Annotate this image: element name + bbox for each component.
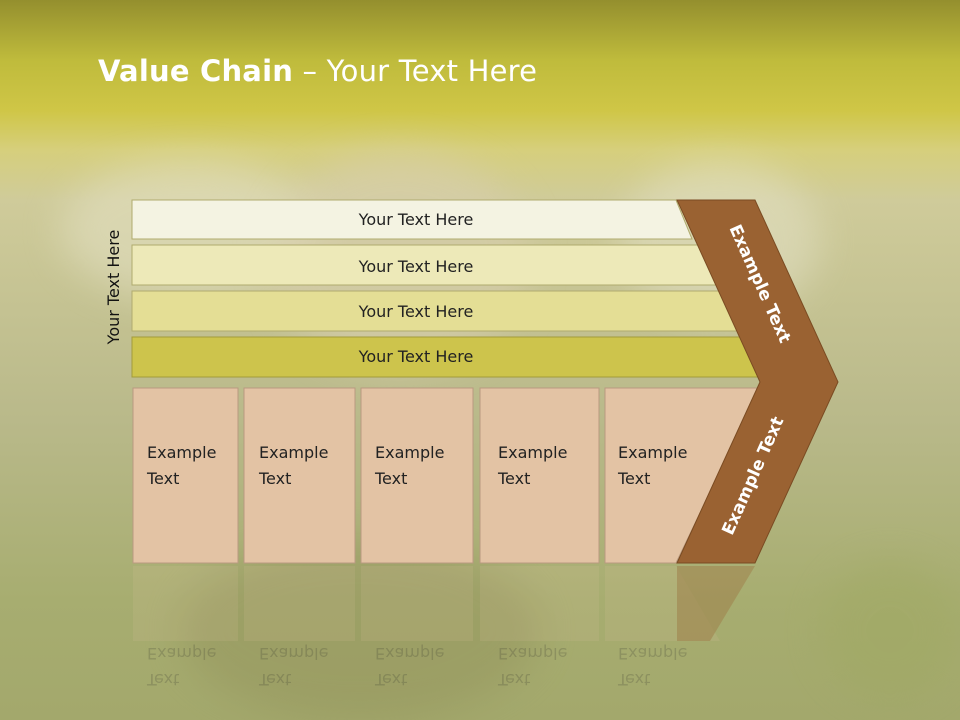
slide-title: Value Chain – Your Text Here [98, 54, 537, 88]
box-4-shape [479, 387, 600, 564]
reflection-box-5-line2: Text [617, 670, 650, 689]
box-5-shape [604, 387, 761, 564]
box-2-shape [243, 387, 356, 564]
box-5: Example Text [604, 387, 761, 564]
title-rest: – Your Text Here [293, 54, 538, 88]
reflection [133, 566, 755, 641]
reflection-box-1-line1: Example [147, 644, 216, 663]
box-2-line2: Text [258, 469, 291, 488]
row-1-shape [131, 199, 693, 240]
title-bold: Value Chain [98, 54, 294, 88]
box-4: Example Text [479, 387, 600, 564]
reflection-box-5-line1: Example [618, 644, 687, 663]
reflection-box-3-line2: Text [374, 670, 407, 689]
reflection-box-4-line2: Text [497, 670, 530, 689]
reflection-box-1-line2: Text [146, 670, 179, 689]
row-1: Your Text Here [131, 199, 693, 240]
reflection-chevron [677, 566, 755, 641]
box-5-line2: Text [617, 469, 650, 488]
chevron-arrow [676, 199, 839, 564]
row-4: Your Text Here [131, 336, 764, 378]
reflection-box-3-line1: Example [375, 644, 444, 663]
box-1-line1: Example [147, 443, 216, 462]
reflection-box-3 [361, 566, 473, 641]
row-1-label: Your Text Here [358, 210, 474, 229]
box-3-line1: Example [375, 443, 444, 462]
box-2: Example Text [243, 387, 356, 564]
reflection-text: Example Text Example Text Example Text E… [146, 644, 687, 689]
reflection-box-1 [133, 566, 238, 641]
row-2: Your Text Here [131, 244, 717, 286]
reflection-box-4 [480, 566, 599, 641]
box-4-line1: Example [498, 443, 567, 462]
box-5-line1: Example [618, 443, 687, 462]
box-1: Example Text [132, 387, 239, 564]
box-3-shape [360, 387, 474, 564]
box-1-shape [132, 387, 239, 564]
box-2-line1: Example [259, 443, 328, 462]
reflection-box-2-line1: Example [259, 644, 328, 663]
row-2-label: Your Text Here [358, 257, 474, 276]
reflection-box-5 [605, 566, 720, 641]
box-4-line2: Text [497, 469, 530, 488]
box-1-line2: Text [146, 469, 179, 488]
reflection-box-2-line2: Text [258, 670, 291, 689]
box-3-line2: Text [374, 469, 407, 488]
row-4-label: Your Text Here [358, 347, 474, 366]
row-3-label: Your Text Here [358, 302, 474, 321]
row-3: Your Text Here [131, 290, 740, 332]
reflection-box-4-line1: Example [498, 644, 567, 663]
box-3: Example Text [360, 387, 474, 564]
reflection-box-2 [244, 566, 355, 641]
